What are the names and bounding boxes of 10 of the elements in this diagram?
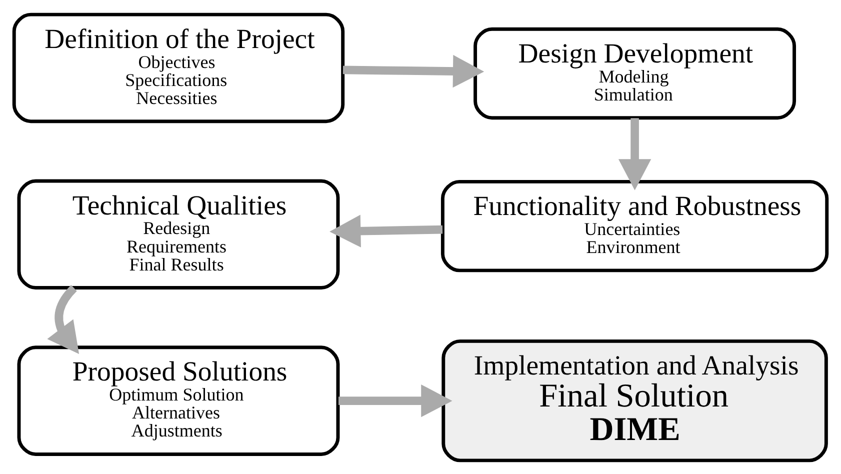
- node-box: Proposed Solutions Optimum Solution Alternatives Adjustments: [17, 345, 340, 456]
- node-box: Technical Qualities Redesign Requirements Final Results: [17, 178, 340, 289]
- arrow: [342, 54, 484, 88]
- node-box: Implementation and Analysis Final Solution DIME: [442, 338, 828, 462]
- arrow: [618, 118, 652, 190]
- arrow: [330, 214, 443, 247]
- node-box: Definition of the Project Objectives Specifications Necessities: [12, 12, 345, 123]
- node-box: Functionality and Robustness Uncertainties Environment: [440, 179, 829, 272]
- arrow: [338, 384, 452, 417]
- node-box: Design Development Modeling Simulation: [474, 26, 796, 120]
